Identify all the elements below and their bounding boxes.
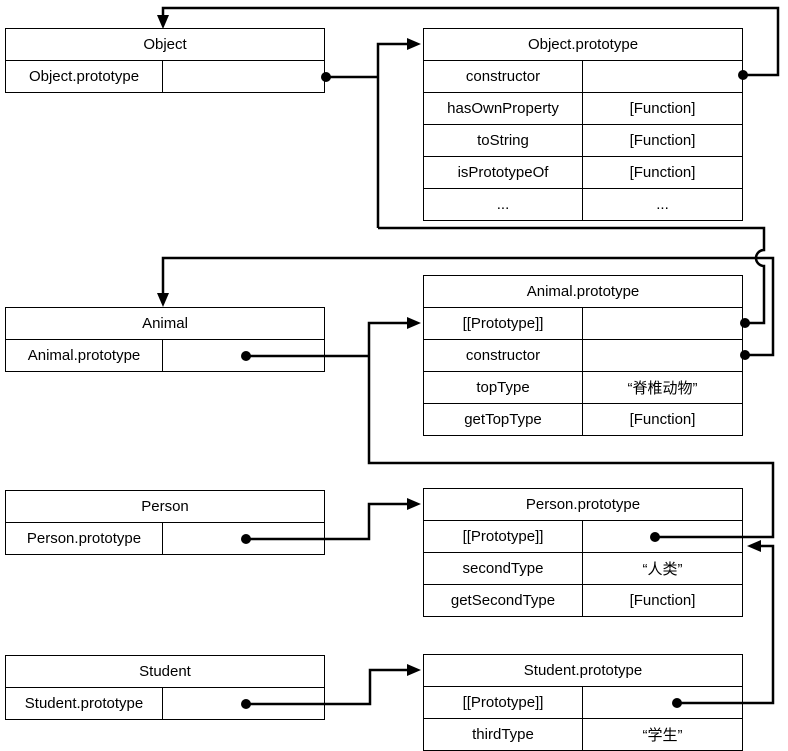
row-key: thirdType	[424, 719, 583, 750]
arrow-line	[376, 42, 407, 228]
row-value: [Function]	[629, 411, 696, 428]
arrowhead-right-icon	[407, 498, 421, 510]
row-key: Animal.prototype	[6, 340, 163, 371]
table-row: Animal.prototype	[6, 339, 324, 371]
row-key: toString	[424, 125, 583, 156]
row-value	[583, 521, 742, 552]
table-row: hasOwnProperty [Function]	[424, 92, 742, 124]
student-prototype-box: Student.prototype [[Prototype]] thirdTyp…	[423, 654, 743, 751]
row-key: Student.prototype	[6, 688, 163, 719]
row-value: “人类”	[642, 561, 683, 578]
table-row: Object.prototype	[6, 60, 324, 92]
table-row: Person.prototype	[6, 522, 324, 554]
person-prototype-box: Person.prototype [[Prototype]] secondTyp…	[423, 488, 743, 617]
row-value: “学生”	[642, 727, 683, 744]
table-row: secondType “人类”	[424, 552, 742, 584]
row-value: [Function]	[629, 100, 696, 117]
table-row: constructor	[424, 339, 742, 371]
object-box: Object Object.prototype	[5, 28, 325, 93]
row-value	[163, 523, 324, 554]
row-value	[163, 688, 324, 719]
row-value	[583, 687, 742, 718]
arrow-object-to-object-prototype	[321, 38, 421, 228]
table-row: getTopType [Function]	[424, 403, 742, 435]
row-key: constructor	[424, 340, 583, 371]
row-key: getTopType	[424, 404, 583, 435]
arrowhead-down-icon	[157, 293, 169, 307]
table-row: Student.prototype	[6, 687, 324, 719]
row-key: getSecondType	[424, 585, 583, 616]
animal-box: Animal Animal.prototype	[5, 307, 325, 372]
row-key: [[Prototype]]	[424, 521, 583, 552]
row-value	[583, 61, 742, 92]
table-row: ... ...	[424, 188, 742, 220]
arrowhead-left-icon	[747, 540, 761, 552]
animal-box-title: Animal	[142, 315, 188, 332]
table-row: getSecondType [Function]	[424, 584, 742, 616]
arrowhead-right-icon	[407, 664, 421, 676]
row-key: [[Prototype]]	[424, 687, 583, 718]
table-row: [[Prototype]]	[424, 520, 742, 552]
row-key: Object.prototype	[6, 61, 163, 92]
row-key: [[Prototype]]	[424, 308, 583, 339]
row-key: topType	[424, 372, 583, 403]
object-prototype-box: Object.prototype constructor hasOwnPrope…	[423, 28, 743, 221]
row-value	[583, 308, 742, 339]
person-box-title: Person	[141, 498, 189, 515]
animal-prototype-box: Animal.prototype [[Prototype]] construct…	[423, 275, 743, 436]
object-box-title: Object	[143, 36, 187, 53]
table-row: thirdType “学生”	[424, 718, 742, 750]
object-prototype-box-title: Object.prototype	[527, 36, 639, 53]
student-box-title: Student	[139, 663, 191, 680]
table-row: [[Prototype]]	[424, 686, 742, 718]
person-prototype-box-title: Person.prototype	[525, 496, 641, 513]
student-box: Student Student.prototype	[5, 655, 325, 720]
row-value: [Function]	[629, 164, 696, 181]
table-row: toString [Function]	[424, 124, 742, 156]
row-value: ...	[656, 196, 669, 213]
arrowhead-down-icon	[157, 15, 169, 29]
row-key: isPrototypeOf	[424, 157, 583, 188]
animal-prototype-box-title: Animal.prototype	[526, 283, 640, 300]
table-row: isPrototypeOf [Function]	[424, 156, 742, 188]
table-row: [[Prototype]]	[424, 307, 742, 339]
table-row: constructor	[424, 60, 742, 92]
row-value	[163, 340, 324, 371]
arrowhead-right-icon	[407, 38, 421, 50]
arrowhead-right-icon	[407, 317, 421, 329]
row-key: ...	[424, 189, 583, 220]
row-key: hasOwnProperty	[424, 93, 583, 124]
row-value: [Function]	[629, 592, 696, 609]
row-key: constructor	[424, 61, 583, 92]
table-row: topType “脊椎动物”	[424, 371, 742, 403]
row-key: secondType	[424, 553, 583, 584]
row-value	[163, 61, 324, 92]
person-box: Person Person.prototype	[5, 490, 325, 555]
row-value: [Function]	[629, 132, 696, 149]
row-key: Person.prototype	[6, 523, 163, 554]
student-prototype-box-title: Student.prototype	[523, 662, 643, 679]
row-value	[583, 340, 742, 371]
row-value: “脊椎动物”	[627, 380, 698, 397]
